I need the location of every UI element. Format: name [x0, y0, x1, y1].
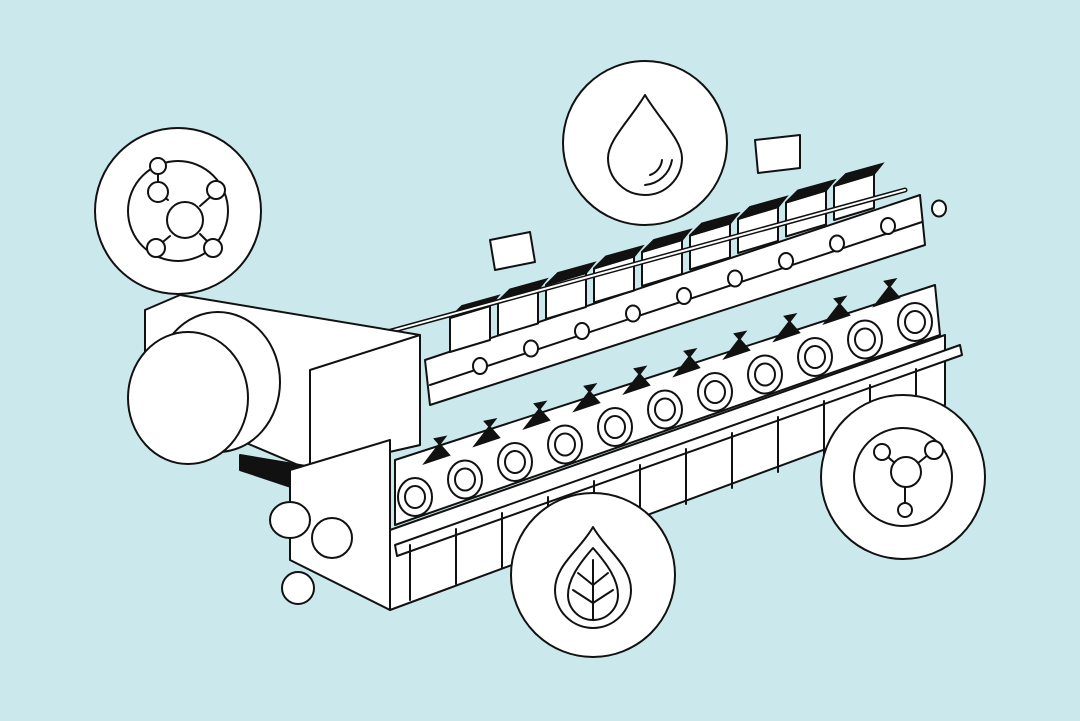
valve-cover [424, 194, 926, 406]
cover-hole [931, 199, 947, 218]
block-stripes [422, 277, 901, 465]
badge-molecule-three [820, 394, 986, 560]
cover-hole [880, 217, 896, 235]
port [904, 310, 926, 334]
port [504, 450, 526, 474]
stripe [522, 400, 551, 430]
port [554, 432, 576, 457]
water-drop-icon [607, 94, 683, 196]
cylinder-head-top [689, 211, 741, 237]
molecule-three-node-icon [853, 427, 953, 527]
port [404, 485, 426, 509]
port [754, 362, 776, 387]
cylinder-head-top [593, 244, 645, 270]
cover-hole [523, 339, 539, 358]
port [454, 467, 476, 492]
flywheel [127, 331, 249, 465]
badge-molecule [94, 127, 262, 295]
cover-hole [778, 252, 794, 270]
leaf-drop-icon [554, 526, 632, 629]
stripe [672, 347, 701, 378]
cylinder-head-top [737, 195, 789, 220]
crankcase-rail [394, 344, 963, 557]
stripe [722, 330, 751, 360]
cap [754, 134, 801, 174]
cap [489, 231, 536, 271]
molecule-icon [127, 157, 229, 262]
port [654, 397, 676, 422]
cylinder-head-top [833, 162, 885, 187]
cover-hole [472, 357, 488, 375]
stripe [772, 312, 801, 343]
exhaust-ports [397, 302, 933, 517]
stripe [572, 382, 601, 413]
port [604, 415, 626, 439]
stripe [822, 295, 851, 325]
port [854, 327, 876, 352]
cylinder-head-top [545, 261, 597, 286]
port [804, 345, 826, 369]
stripe [622, 365, 651, 395]
cover-hole [829, 234, 845, 253]
badge-water [562, 60, 728, 226]
cylinder-head-top [641, 228, 693, 253]
stripe [872, 277, 901, 308]
cover-hole [574, 322, 590, 340]
stripe [422, 435, 451, 465]
cylinder-head-top [785, 178, 837, 204]
engine [127, 134, 963, 611]
badge-leaf [510, 492, 676, 658]
cover-hole [727, 269, 743, 288]
stripe [472, 417, 501, 448]
cover-hole [625, 304, 641, 323]
housing-side [309, 334, 421, 471]
port [704, 380, 726, 404]
cover-hole [676, 287, 692, 305]
cover-holes [472, 199, 947, 375]
